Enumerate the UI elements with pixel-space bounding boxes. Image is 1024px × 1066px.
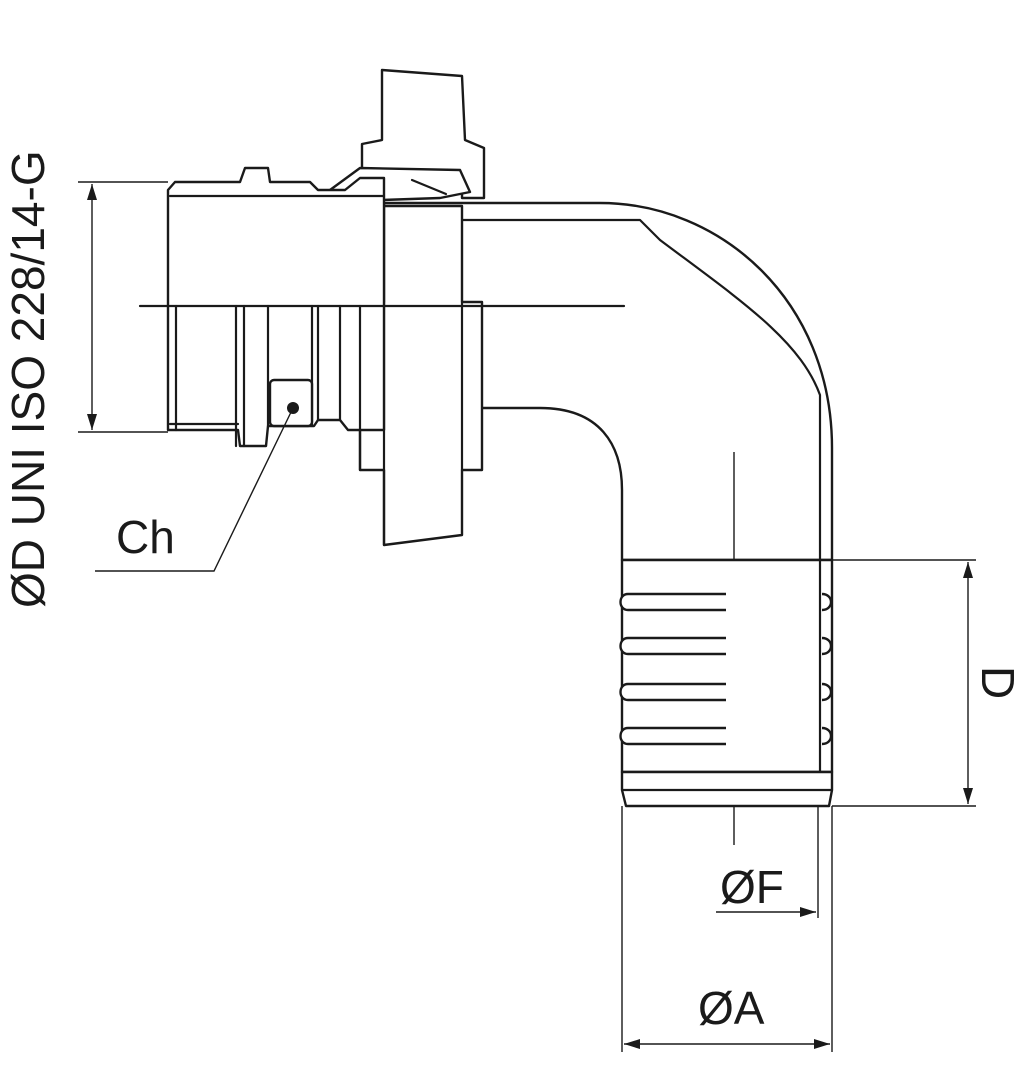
arrow-head-a-right — [814, 1039, 830, 1049]
hose-length-label: D — [972, 666, 1024, 699]
barb-rib-1 — [619, 592, 726, 612]
lever-pin — [410, 178, 448, 196]
dimension-inner-diameter — [716, 806, 819, 918]
dimension-outer-diameter — [621, 806, 833, 1052]
elbow-body — [382, 201, 834, 562]
barb-rib-5 — [821, 592, 833, 612]
lever-handle — [360, 68, 486, 200]
callout-leader — [95, 407, 294, 572]
arrow-head-bottom — [87, 414, 97, 430]
barb-rib-8 — [821, 726, 833, 746]
outer-diameter-label: ØA — [698, 982, 765, 1034]
barb-rib-2 — [619, 636, 726, 656]
dimension-thread-od — [78, 181, 168, 433]
thread-od-label: ØD UNI ISO 228/14-G — [2, 150, 54, 608]
elbow-inner-contour — [383, 218, 822, 562]
callout-label: Ch — [116, 511, 175, 563]
arrow-head-top — [87, 184, 97, 200]
arrow-head-d-bottom — [963, 788, 973, 804]
arrow-head-a-left — [624, 1039, 640, 1049]
barb-rib-6 — [821, 636, 833, 656]
dimension-hose-length — [832, 559, 976, 807]
inner-diameter-label: ØF — [720, 861, 784, 913]
barb-rib-3 — [619, 682, 726, 702]
barb-rib-7 — [821, 682, 833, 702]
arrow-head-f — [800, 907, 816, 917]
barb-ribs — [619, 592, 833, 746]
arrow-head-d-top — [963, 562, 973, 578]
barb-rib-4 — [619, 726, 726, 746]
